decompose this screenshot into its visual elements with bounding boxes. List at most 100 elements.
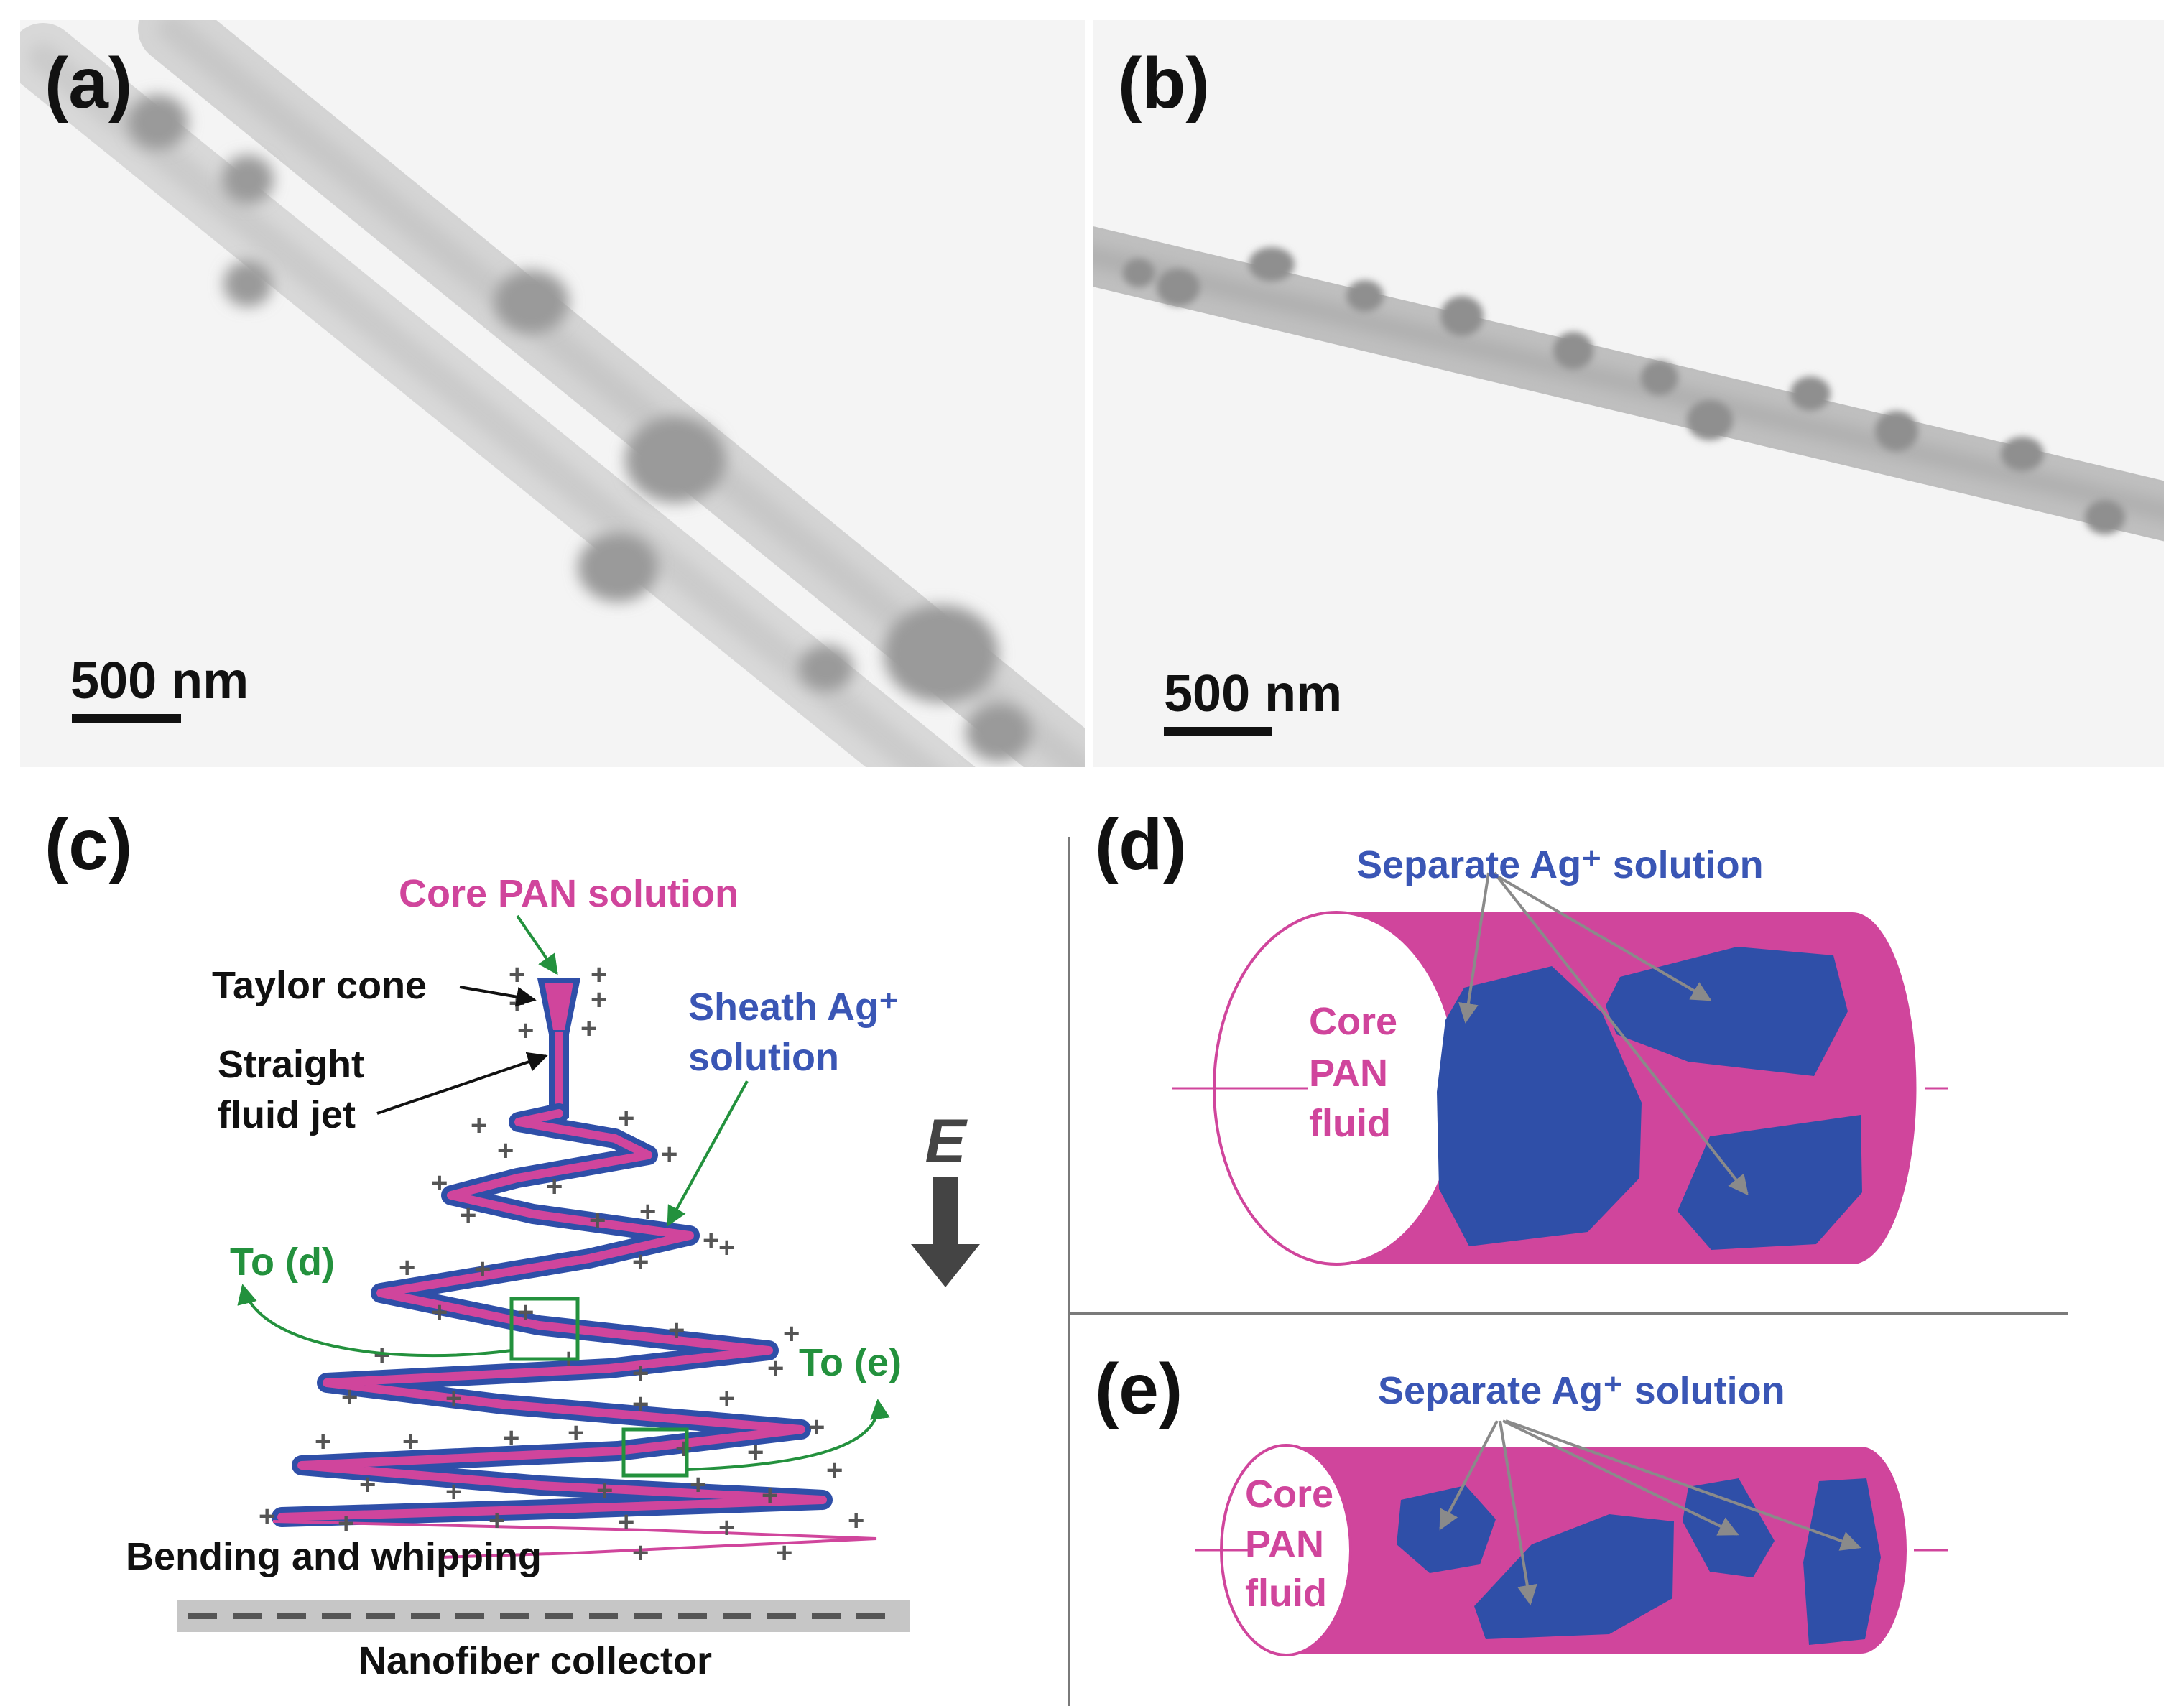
svg-text:+: + — [718, 1383, 735, 1414]
svg-text:+: + — [783, 1318, 800, 1350]
svg-text:+: + — [596, 1475, 613, 1506]
svg-text:+: + — [509, 959, 525, 991]
svg-text:+: + — [399, 1252, 415, 1284]
svg-text:+: + — [497, 1135, 514, 1167]
nanoparticles-a — [128, 95, 1032, 761]
panel-e-label: (e) — [1095, 1349, 1183, 1429]
svg-text:+: + — [618, 1506, 634, 1538]
svg-text:+: + — [374, 1340, 390, 1371]
core-label-d-line3: fluid — [1309, 1102, 1391, 1145]
panel-a: (a) 500 nm — [20, 20, 1085, 767]
electric-field-symbol: E — [925, 1107, 968, 1176]
ag-domain-d-3 — [1678, 1115, 1862, 1250]
svg-text:+: + — [808, 1411, 825, 1443]
svg-text:+: + — [767, 1353, 784, 1384]
svg-text:+: + — [632, 1537, 649, 1569]
svg-text:+: + — [315, 1426, 331, 1457]
svg-text:+: + — [489, 1505, 505, 1536]
svg-text:+: + — [848, 1505, 864, 1536]
svg-text:+: + — [718, 1512, 735, 1544]
svg-text:+: + — [445, 1383, 462, 1414]
panel-a-label: (a) — [45, 43, 132, 124]
collector-label: Nanofiber collector — [358, 1639, 712, 1682]
panel-d-label: (d) — [1095, 805, 1187, 885]
core-pan-solution-label: Core PAN solution — [399, 872, 739, 915]
svg-text:+: + — [718, 1232, 735, 1264]
to-d-label: To (d) — [230, 1241, 335, 1284]
arrow-to-e — [686, 1399, 890, 1471]
svg-text:+: + — [445, 1476, 462, 1508]
svg-text:+: + — [580, 1013, 597, 1044]
svg-text:+: + — [517, 1297, 534, 1328]
ag-domains-e — [1397, 1478, 1881, 1645]
svg-text:+: + — [589, 1205, 606, 1236]
ag-domain-e-2 — [1474, 1514, 1674, 1639]
svg-text:+: + — [762, 1480, 778, 1511]
svg-text:+: + — [359, 1469, 376, 1501]
zoom-box-d — [509, 1297, 580, 1361]
svg-text:+: + — [338, 1508, 354, 1539]
arrow-to-d — [237, 1284, 512, 1358]
bending-tail — [272, 1520, 877, 1559]
zoom-box-e — [621, 1427, 689, 1478]
svg-text:+: + — [471, 1110, 487, 1141]
straight-jet-label-line2: fluid jet — [218, 1093, 356, 1136]
svg-text:+: + — [747, 1437, 764, 1468]
svg-text:+: + — [591, 984, 607, 1016]
svg-text:+: + — [661, 1139, 677, 1170]
svg-text:+: + — [632, 1389, 649, 1420]
electric-field-arrow — [911, 1177, 980, 1287]
panel-d: (d) Separate Ag⁺ solution Core PAN fluid — [1095, 805, 1948, 1266]
ag-domain-e-4 — [1803, 1478, 1881, 1645]
separate-ag-label-e: Separate Ag⁺ solution — [1378, 1369, 1785, 1412]
core-label-e-line2: PAN — [1245, 1523, 1324, 1566]
svg-text:+: + — [675, 1433, 692, 1465]
svg-text:+: + — [639, 1196, 656, 1228]
taylor-cone-label: Taylor cone — [212, 964, 427, 1007]
svg-text:+: + — [460, 1200, 476, 1231]
svg-text:+: + — [776, 1537, 792, 1569]
ag-domains-d — [1437, 947, 1862, 1250]
core-label-e-line3: fluid — [1245, 1572, 1327, 1615]
svg-text:+: + — [431, 1297, 448, 1328]
svg-text:+: + — [632, 1358, 649, 1389]
svg-text:+: + — [259, 1501, 275, 1532]
svg-text:+: + — [632, 1246, 649, 1278]
tem-image-b — [1093, 226, 2164, 542]
svg-text:+: + — [591, 959, 607, 991]
svg-text:+: + — [503, 1422, 519, 1454]
sheath-label-line1: Sheath Ag⁺ — [688, 986, 899, 1029]
surface-charges: ++ ++ ++ ++ ++ ++ ++ ++ ++ ++ ++ ++ ++ +… — [259, 959, 864, 1569]
panel-b-label: (b) — [1118, 43, 1210, 124]
svg-text:+: + — [703, 1225, 719, 1256]
core-label-e-line1: Core — [1245, 1473, 1333, 1516]
scale-bar-a — [72, 714, 181, 723]
scale-bar-b-text: 500 nm — [1164, 665, 1342, 723]
ag-domain-d-2 — [1606, 947, 1848, 1076]
panel-b: (b) 500 nm — [1093, 20, 2164, 767]
svg-text:+: + — [402, 1426, 419, 1457]
panel-c-label: (c) — [45, 805, 132, 885]
separate-ag-label-d: Separate Ag⁺ solution — [1356, 843, 1764, 886]
scale-bar-a-text: 500 nm — [70, 652, 249, 710]
panel-e: (e) Separate Ag⁺ solution Core PAN fluid — [1095, 1349, 1948, 1656]
whipping-jet-core — [277, 1109, 827, 1521]
tem-image-a — [20, 20, 1085, 767]
nanoparticles-b — [1123, 247, 2125, 534]
sheath-label-line2: solution — [688, 1036, 839, 1079]
svg-text:+: + — [474, 1253, 491, 1285]
panel-c: (c) Nanofiber collector E ++ ++ ++ ++ ++… — [45, 805, 980, 1682]
svg-text:+: + — [568, 1417, 584, 1449]
svg-text:+: + — [826, 1455, 843, 1486]
arrows-separate-ag-d — [1458, 871, 1749, 1196]
svg-text:+: + — [690, 1469, 706, 1501]
svg-text:+: + — [618, 1103, 634, 1134]
svg-text:+: + — [668, 1315, 685, 1346]
svg-text:+: + — [546, 1171, 563, 1202]
to-e-label: To (e) — [799, 1341, 902, 1384]
straight-jet-label-line1: Straight — [218, 1043, 364, 1086]
svg-text:+: + — [431, 1167, 448, 1199]
arrows-separate-ag-e — [1439, 1419, 1861, 1605]
bending-whipping-label: Bending and whipping — [126, 1535, 542, 1578]
